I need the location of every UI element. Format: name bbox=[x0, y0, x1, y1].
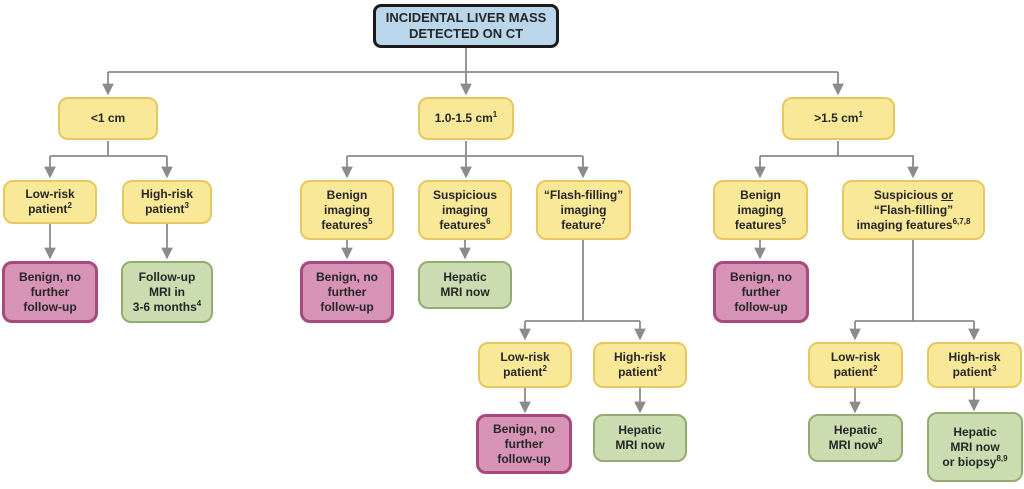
node-mid-benign-imaging-features: Benign imaging features5 bbox=[300, 180, 394, 240]
node-text-line: features6 bbox=[439, 216, 491, 232]
node-text-line: High-risk bbox=[948, 350, 1001, 364]
node-incidental-liver-mass: INCIDENTAL LIVER MASS DETECTED ON CT bbox=[373, 4, 559, 48]
node-text-line: MRI now bbox=[950, 439, 1000, 454]
node-text-line: “Flash-filling” bbox=[543, 187, 624, 202]
node-text-line: 1.0-1.5 cm1 bbox=[434, 110, 498, 126]
node-size-1-to-1-5cm: 1.0-1.5 cm1 bbox=[418, 97, 514, 140]
node-text-line: High-risk bbox=[613, 350, 666, 364]
node-gt15-low-risk-patient: Low-risk patient2 bbox=[808, 342, 903, 388]
node-text-line: imaging features6,7,8 bbox=[856, 216, 971, 232]
node-text-line: Benign bbox=[326, 187, 368, 202]
node-text-line: follow-up bbox=[497, 451, 551, 466]
node-text-line: patient2 bbox=[503, 364, 547, 380]
node-mid-low-benign-no-followup: Benign, no further follow-up bbox=[476, 414, 572, 474]
node-text-line: follow-up bbox=[320, 299, 374, 314]
node-mid-hepatic-mri-now: Hepatic MRI now bbox=[418, 261, 512, 309]
node-mid-suspicious-imaging-features: Suspicious imaging features6 bbox=[418, 180, 512, 240]
node-mid-high-risk-patient: High-risk patient3 bbox=[593, 342, 687, 388]
node-text-line: patient3 bbox=[618, 364, 662, 380]
node-gt15-suspicious-or-flash-filling: Suspicious or “Flash-filling” imaging fe… bbox=[842, 180, 985, 240]
node-gt15-high-hepatic-mri-or-biopsy: Hepatic MRI now or biopsy8,9 bbox=[927, 412, 1023, 482]
node-mid-flash-filling-imaging-feature: “Flash-filling” imaging feature7 bbox=[536, 180, 631, 240]
node-text-line: follow-up bbox=[734, 299, 788, 314]
node-text-line: <1 cm bbox=[90, 111, 126, 125]
node-text-line: or biopsy8,9 bbox=[942, 453, 1008, 469]
node-text-line: “Flash-filling” bbox=[873, 202, 954, 217]
node-text-line: 3-6 months4 bbox=[132, 298, 202, 314]
node-text-line: feature7 bbox=[561, 216, 606, 232]
node-text-line: Benign, no bbox=[19, 269, 81, 284]
node-text-line: imaging bbox=[441, 202, 488, 217]
node-mid-high-hepatic-mri-now: Hepatic MRI now bbox=[593, 414, 687, 462]
node-text-line: Hepatic bbox=[618, 423, 662, 437]
node-text-line: further bbox=[741, 284, 781, 299]
node-text-line: imaging bbox=[560, 202, 607, 217]
node-text-line: Hepatic bbox=[443, 270, 487, 284]
node-gt15-benign-imaging-features: Benign imaging features5 bbox=[713, 180, 808, 240]
node-text-line: Low-risk bbox=[25, 187, 75, 201]
node-mid-benign-no-followup: Benign, no further follow-up bbox=[300, 261, 394, 323]
node-text-line: >1.5 cm1 bbox=[814, 110, 863, 126]
node-text-line: patient2 bbox=[833, 364, 878, 380]
node-text-line: INCIDENTAL LIVER MASS bbox=[385, 10, 547, 25]
node-text-line: imaging bbox=[737, 202, 784, 217]
node-text-line: Benign, no bbox=[730, 269, 792, 284]
node-text-line: follow-up bbox=[23, 299, 77, 314]
node-mid-low-risk-patient: Low-risk patient2 bbox=[478, 342, 572, 388]
node-text-line: Benign, no bbox=[316, 269, 378, 284]
node-text-line: Suspicious or bbox=[873, 187, 954, 202]
connector-elbows bbox=[50, 71, 974, 322]
node-size-under-1cm: <1 cm bbox=[58, 97, 158, 140]
node-text-line: further bbox=[327, 284, 367, 299]
node-text-line: DETECTED ON CT bbox=[408, 26, 524, 41]
node-text-line: Hepatic bbox=[953, 424, 997, 439]
node-lt1-benign-no-followup: Benign, no further follow-up bbox=[2, 261, 98, 323]
node-text-line: MRI now bbox=[615, 438, 665, 452]
node-text-line: MRI now bbox=[440, 285, 490, 299]
node-gt15-high-risk-patient: High-risk patient3 bbox=[927, 342, 1022, 388]
node-text-line: High-risk bbox=[140, 187, 193, 201]
node-text-line: Low-risk bbox=[500, 350, 550, 364]
node-text-line: Low-risk bbox=[830, 350, 881, 364]
node-text-line: imaging bbox=[323, 202, 370, 217]
node-text-line: patient3 bbox=[952, 364, 997, 380]
node-text-line: Follow-up bbox=[138, 269, 196, 284]
node-text-line: features5 bbox=[734, 216, 787, 232]
node-text-line: Benign bbox=[740, 187, 781, 202]
node-text-line: Hepatic bbox=[833, 423, 878, 437]
node-size-over-1-5cm: >1.5 cm1 bbox=[782, 97, 895, 140]
node-text-line: Suspicious bbox=[432, 187, 497, 202]
node-gt15-benign-no-followup: Benign, no further follow-up bbox=[713, 261, 809, 323]
node-text-line: patient3 bbox=[145, 201, 189, 217]
node-lt1-low-risk-patient: Low-risk patient2 bbox=[3, 180, 97, 224]
node-gt15-low-hepatic-mri-now: Hepatic MRI now8 bbox=[808, 414, 903, 462]
node-text-line: features5 bbox=[321, 216, 373, 232]
node-text-line: MRI in bbox=[149, 284, 185, 299]
node-text-line: further bbox=[504, 436, 544, 451]
node-text-line: further bbox=[30, 284, 70, 299]
node-lt1-followup-mri-3-6-months: Follow-up MRI in 3-6 months4 bbox=[121, 261, 213, 323]
node-text-line: Benign, no bbox=[493, 421, 555, 436]
node-text-line: patient2 bbox=[28, 201, 72, 217]
node-text-line: MRI now8 bbox=[828, 437, 883, 453]
node-lt1-high-risk-patient: High-risk patient3 bbox=[122, 180, 212, 224]
